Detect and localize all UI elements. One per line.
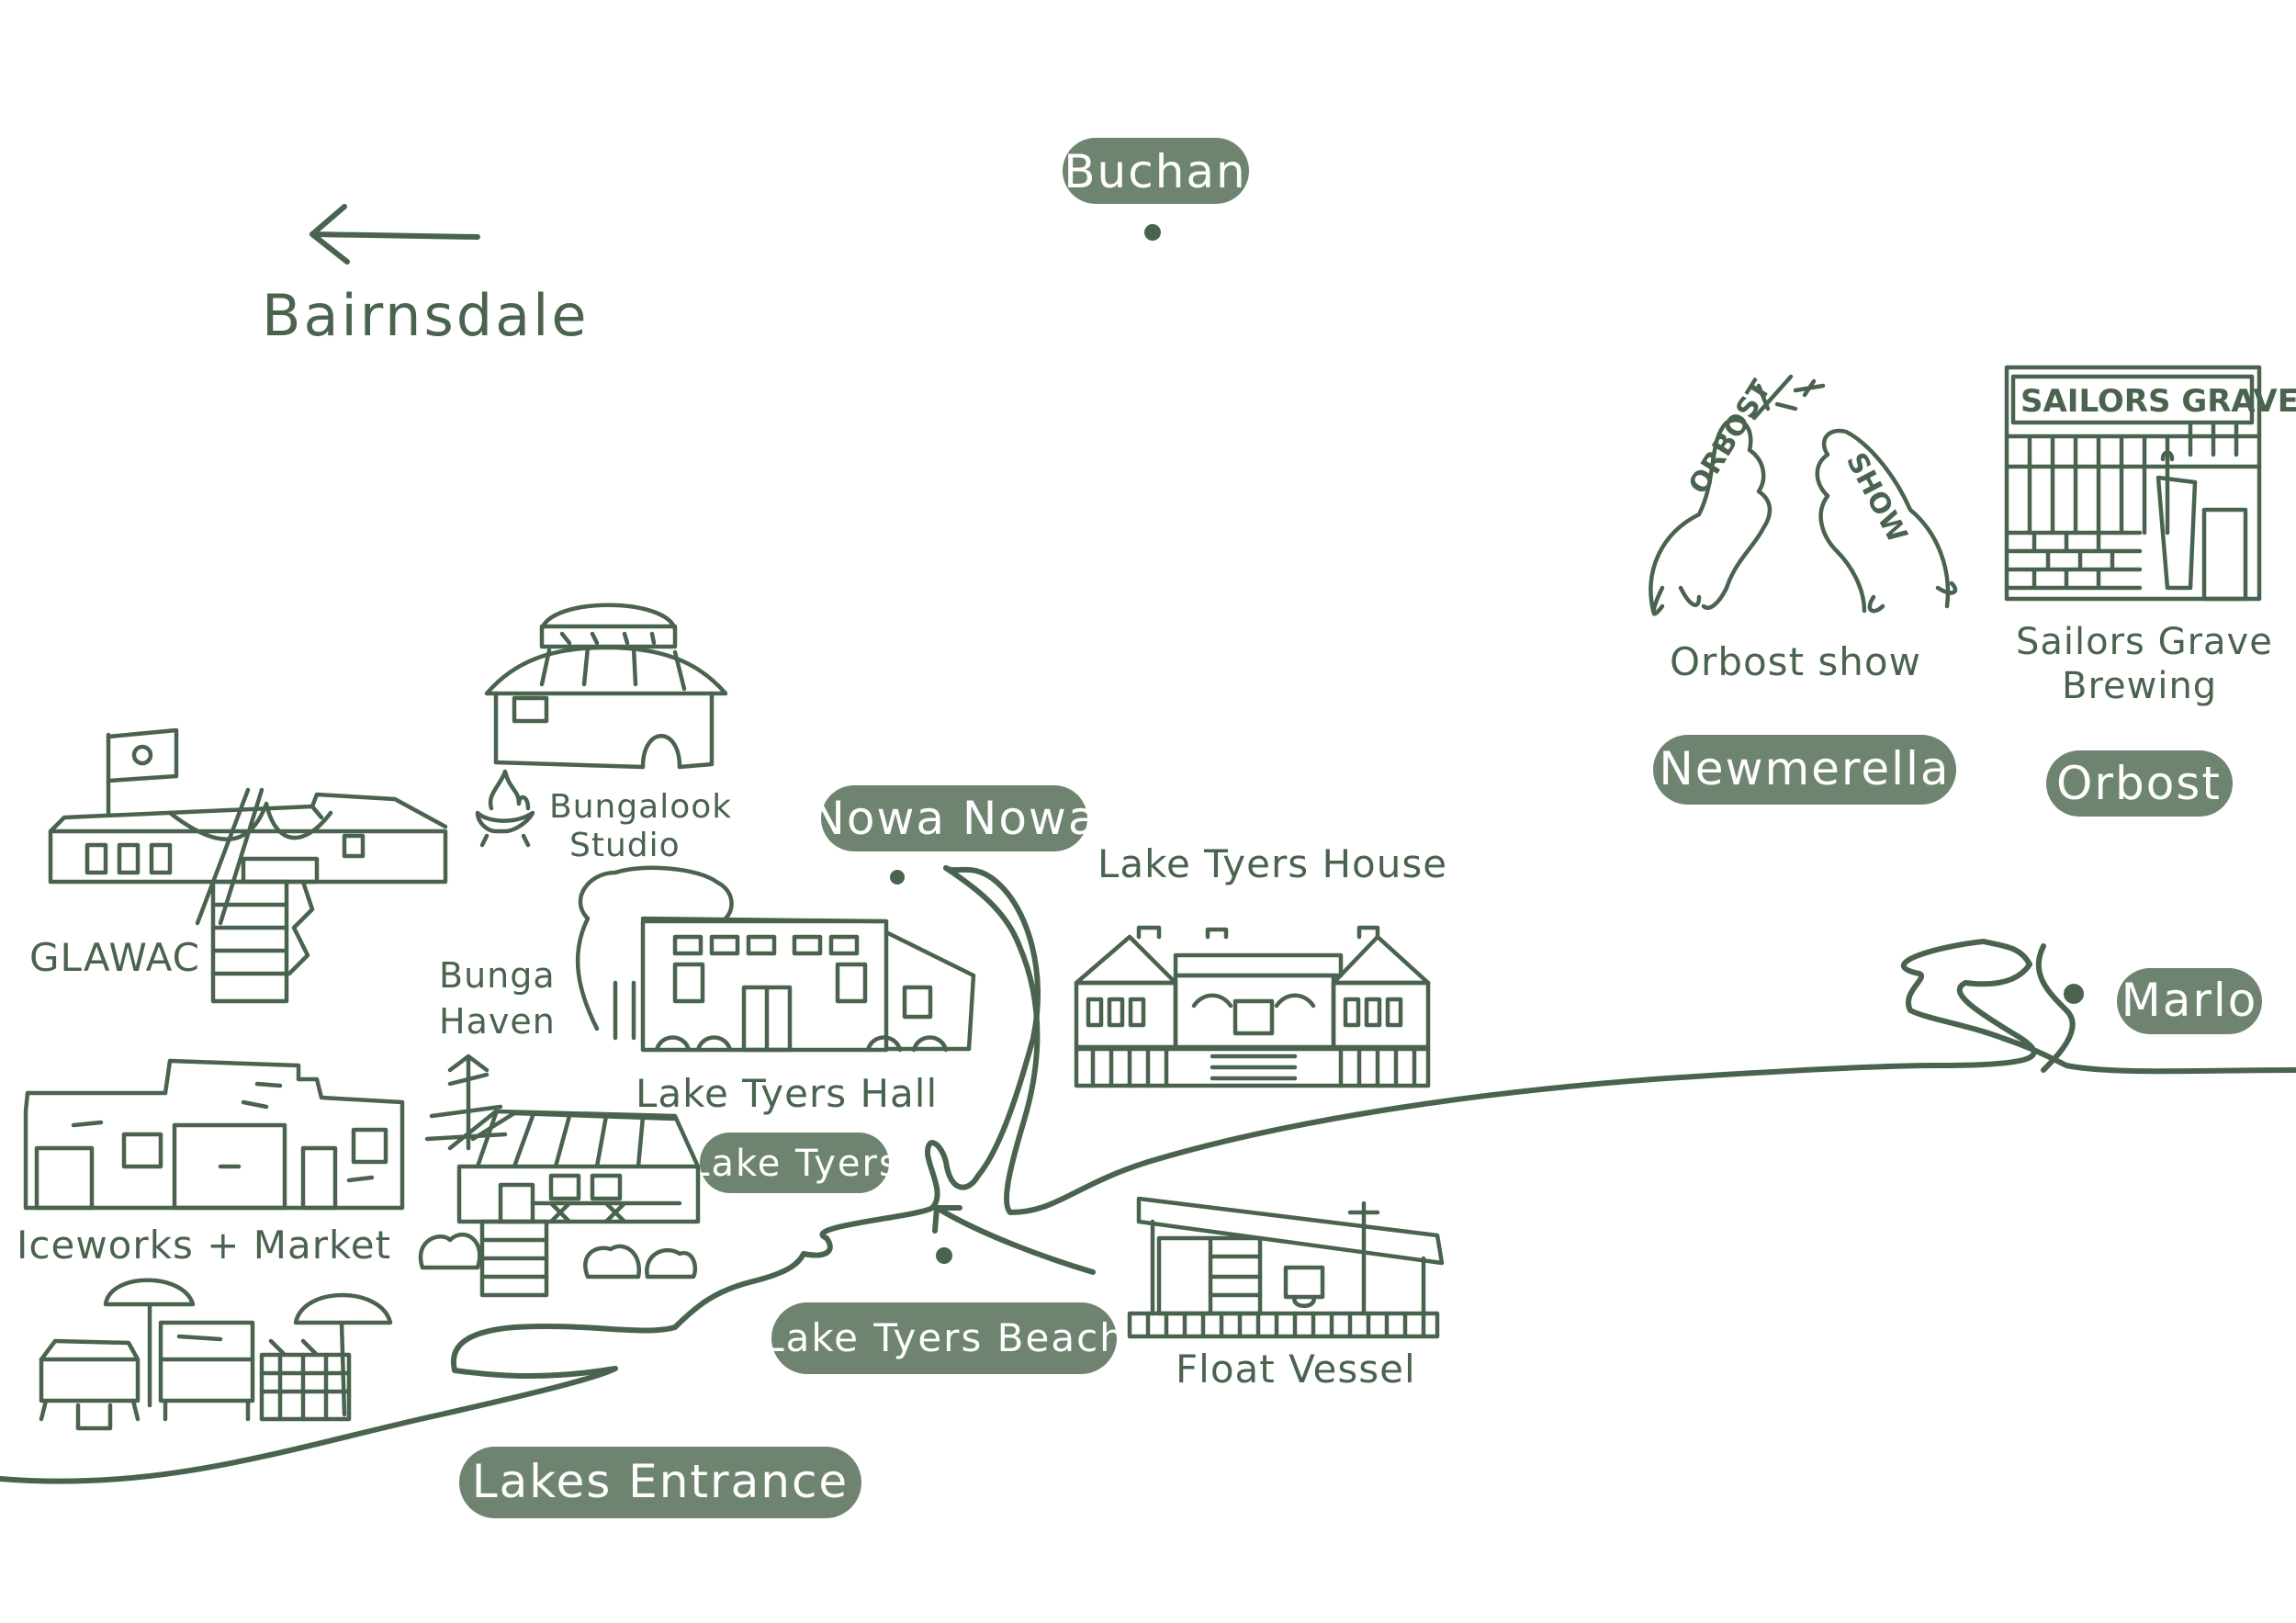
- bunga-haven-label-line2: Haven: [439, 1001, 556, 1042]
- hall-building-icon: [575, 865, 976, 1053]
- lake-tyers-arrow: [934, 1205, 1096, 1275]
- float-vessel-label: Float Vessel: [1176, 1347, 1416, 1392]
- arrow-left-icon: [310, 204, 480, 265]
- sailors-grave-label-line2: Brewing: [2062, 665, 2217, 707]
- town-orbost[interactable]: Orbost: [2046, 750, 2233, 817]
- marlo-inlet: [2035, 943, 2076, 1073]
- brewery-icon: SAILORS GRAVE: [2004, 365, 2296, 602]
- dome-building-icon: [484, 603, 728, 770]
- buchan-dot: [1144, 224, 1161, 241]
- glawac-label: GLAWAC: [29, 935, 200, 980]
- fire-icon: [475, 769, 535, 848]
- marlo-dot: [2064, 984, 2084, 1004]
- town-label: Orbost: [2056, 757, 2222, 810]
- shed-icon: [1127, 1196, 1445, 1339]
- iceworks-label: Iceworks + Market: [17, 1223, 391, 1268]
- town-lake-tyers[interactable]: Lake Tyers: [689, 1133, 900, 1193]
- lake-tyers-house-label: Lake Tyers House: [1097, 841, 1447, 886]
- town-label: Buchan: [1064, 145, 1247, 198]
- town-label: Lakes Entrance: [472, 1455, 849, 1508]
- bunga-haven-label-line1: Bunga: [439, 955, 556, 996]
- town-nowa-nowa[interactable]: Nowa Nowa: [811, 785, 1098, 851]
- nowa-nowa-dot: [890, 870, 905, 885]
- town-label: Lake Tyers Beach: [762, 1315, 1126, 1360]
- horses-arch-icon: ORBOST SHOW: [1649, 374, 1958, 616]
- cottage-icon: [418, 1054, 701, 1298]
- bungalook-label-line1: Bungalook: [549, 788, 732, 826]
- glawac-building-icon: [48, 727, 448, 1004]
- town-newmerella[interactable]: Newmerella: [1653, 735, 1956, 805]
- sailors-grave-sign: SAILORS GRAVE: [2020, 383, 2296, 420]
- lake-tyers-hall-label: Lake Tyers Hall: [636, 1071, 938, 1116]
- town-label: Nowa Nowa: [811, 792, 1098, 845]
- bairnsdale-label: Bairnsdale: [262, 282, 589, 349]
- coastline: [0, 865, 1041, 1484]
- market-stalls-icon: [39, 1278, 393, 1431]
- iceworks-building-icon: [23, 1058, 405, 1211]
- bungalook-label-line2: Studio: [569, 827, 681, 864]
- house-building-icon: Lake Tyers House: [1074, 841, 1447, 1088]
- sailors-grave-label-line1: Sailors Grave: [2016, 621, 2273, 663]
- town-label: Newmerella: [1659, 742, 1950, 795]
- town-lakes-entrance[interactable]: Lakes Entrance: [459, 1447, 861, 1518]
- town-marlo[interactable]: Marlo: [2117, 968, 2262, 1034]
- lake-tyers-inlet: [943, 865, 2296, 1215]
- orbost-show-label: Orbost show: [1670, 639, 1921, 684]
- lake-tyers-arrowhead: [932, 1205, 962, 1234]
- show-sign: SHOW: [1840, 447, 1913, 547]
- town-lake-tyers-beach[interactable]: Lake Tyers Beach: [762, 1302, 1126, 1374]
- town-label: Marlo: [2122, 974, 2258, 1027]
- town-label: Lake Tyers: [689, 1143, 900, 1185]
- lake-tyers-beach-dot: [936, 1247, 952, 1264]
- town-buchan[interactable]: Buchan: [1063, 138, 1249, 204]
